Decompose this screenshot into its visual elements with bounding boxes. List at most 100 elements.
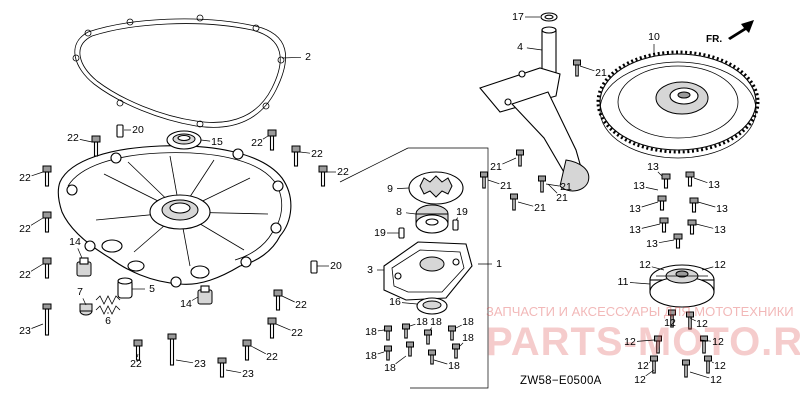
leader-line — [689, 371, 710, 379]
leader-line — [526, 47, 543, 51]
callout-hub-bolt-7: 12 — [637, 360, 651, 372]
flywheel — [596, 50, 760, 159]
leader-line — [433, 359, 448, 365]
callout-number: 18 — [462, 332, 474, 344]
callout-number: 22 — [266, 351, 278, 363]
callout-number: 22 — [19, 269, 31, 281]
callout-number: 6 — [105, 315, 111, 327]
leader-line — [697, 201, 716, 208]
relief-spring — [95, 295, 121, 315]
callout-hub-bolt-8: 12 — [711, 360, 726, 372]
front-direction-arrow: FR. — [706, 20, 754, 45]
callout-number: 16 — [389, 296, 401, 308]
callout-number: 12 — [712, 336, 724, 348]
oil-seal — [166, 130, 202, 150]
leader-line — [377, 351, 385, 355]
leader-line — [175, 359, 194, 364]
leader-line — [409, 323, 416, 327]
watermark: ЗАПЧАСТИ И АКСЕССУАРЫ ДЛЯ МОТОТЕХНИКИ PA… — [486, 304, 800, 364]
leader-line — [657, 171, 663, 177]
callout-pump-screw-d: 18 — [384, 355, 407, 374]
callout-pump-screw-g: 18 — [455, 316, 474, 329]
case-cover — [57, 145, 292, 288]
leader-line — [487, 179, 500, 185]
leader-line — [459, 342, 464, 347]
callout-case-bolt-r1: 22 — [281, 295, 307, 311]
seal-ring-top — [540, 12, 558, 22]
callout-number: 22 — [291, 327, 303, 339]
leader-line — [401, 302, 418, 305]
callout-number: 21 — [595, 67, 607, 79]
callout-number: 19 — [374, 227, 386, 239]
flywheel-bolts — [657, 171, 699, 249]
callout-number: 18 — [462, 316, 474, 328]
leader-line — [82, 298, 87, 306]
callout-hub-bolt-5: 12 — [624, 336, 655, 348]
leader-line — [636, 339, 655, 342]
drain-plug-bottom — [197, 285, 213, 305]
callout-number: 7 — [77, 286, 83, 298]
callout-number: 17 — [512, 11, 524, 23]
leader-line — [200, 139, 211, 142]
callout-case-stud-b2: 23 — [225, 368, 254, 380]
callout-number: 13 — [646, 238, 658, 250]
callout-number: 12 — [710, 374, 722, 386]
callout-number: 13 — [714, 224, 726, 236]
leader-line — [77, 248, 83, 259]
leader-line — [250, 345, 266, 355]
callout-hub: 11 — [618, 276, 651, 288]
callout-case-bolt-l1: 22 — [67, 132, 93, 144]
leader-line — [645, 369, 655, 377]
leader-line — [699, 339, 712, 342]
leader-line — [405, 212, 417, 215]
callout-hub-bolt-10: 12 — [689, 371, 722, 386]
pump-screws — [384, 323, 460, 365]
callout-dowel-pin-top: 20 — [124, 124, 144, 136]
callout-number: 19 — [456, 206, 468, 218]
callout-number: 5 — [149, 283, 155, 295]
callout-seal-ring-top: 17 — [512, 11, 540, 23]
callout-number: 22 — [311, 148, 323, 160]
leader-line — [651, 266, 665, 271]
pipe-bolts — [480, 59, 581, 211]
leader-line — [455, 217, 459, 221]
callout-case-bolt-t3: 22 — [327, 166, 349, 178]
leader-line — [645, 187, 659, 191]
callout-case-bolt-l4: 22 — [19, 263, 44, 281]
callout-hub-bolt-3: 12 — [664, 315, 676, 329]
callout-number: 18 — [365, 350, 377, 362]
callout-number: 23 — [242, 368, 254, 380]
leader-line — [455, 324, 462, 329]
leader-line — [396, 187, 410, 189]
callout-hub-bolt-9: 12 — [634, 369, 655, 386]
callout-flywheel-bolt-l1: 13 — [647, 161, 663, 177]
callout-flywheel-bolt-r2: 13 — [697, 201, 728, 215]
callout-number: 13 — [647, 161, 659, 173]
callout-number: 13 — [633, 180, 645, 192]
callout-number: 18 — [416, 316, 428, 328]
callout-pipe-bolt-f: 21 — [517, 201, 546, 214]
leader-line — [137, 353, 139, 358]
leader-line — [395, 355, 407, 365]
watermark-line1: ЗАПЧАСТИ И АКСЕССУАРЫ ДЛЯ МОТОТЕХНИКИ — [486, 304, 794, 319]
callout-number: 12 — [624, 336, 636, 348]
callout-case-stud-b1: 23 — [175, 358, 206, 370]
callout-case-bolt-b2: 22 — [250, 345, 278, 363]
callout-number: 12 — [714, 259, 726, 271]
leader-line — [641, 201, 659, 208]
leader-line — [275, 323, 291, 331]
leader-line — [629, 282, 651, 285]
callout-number: 3 — [367, 264, 373, 276]
callout-flywheel-bolt-r1: 13 — [693, 177, 720, 191]
leader-line — [299, 151, 311, 154]
callout-drain-plug-b: 14 — [180, 296, 199, 310]
callout-number: 10 — [648, 31, 660, 43]
callout-case-bolt-b1: 22 — [275, 323, 303, 339]
drawing-code: ZW58−E0500A — [520, 375, 602, 387]
callout-number: 18 — [384, 362, 396, 374]
callout-pump-screw-a: 18 — [365, 326, 385, 338]
callout-number: 2 — [305, 51, 311, 63]
callout-flywheel-bolt-l4: 13 — [629, 223, 661, 236]
